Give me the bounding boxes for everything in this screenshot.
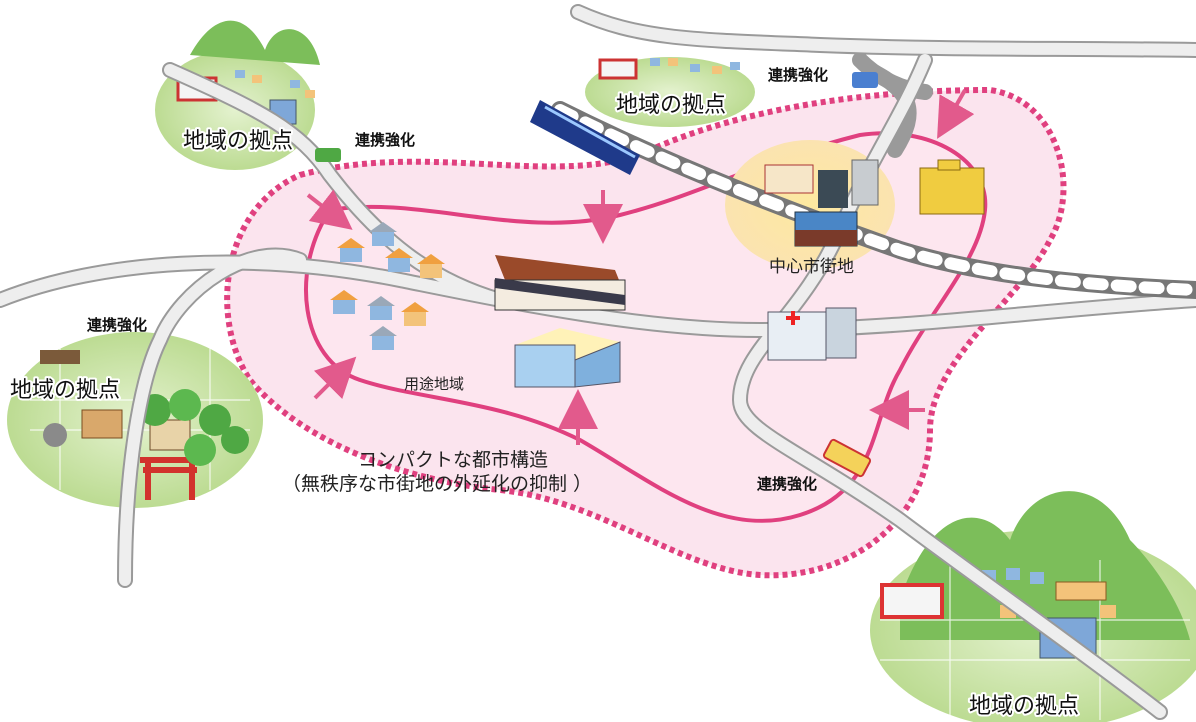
mountain-icon — [900, 491, 1190, 640]
tree-icon — [184, 434, 216, 466]
office-tower-icon — [764, 159, 879, 208]
school-icon — [919, 159, 985, 215]
hub-label-left: 地域の拠点 — [10, 378, 120, 403]
house-icon — [330, 290, 358, 314]
jizo-statue-icon — [43, 423, 67, 447]
link-label-bottom-right: 連携強化 — [757, 475, 817, 493]
store-icon — [880, 583, 944, 619]
tree-icon — [221, 426, 249, 454]
house-icon — [401, 302, 429, 326]
house-icon — [40, 350, 80, 364]
house-icon — [81, 409, 123, 439]
house-icon — [417, 254, 445, 278]
compact-structure-note: （無秩序な市街地の外延化の抑制 ） — [282, 473, 592, 495]
hub-label-top-left: 地域の拠点 — [183, 129, 293, 154]
hub-label-top-center: 地域の拠点 — [616, 93, 726, 118]
commercial-building-icon — [514, 328, 621, 388]
link-label-top-left: 連携強化 — [355, 131, 415, 149]
house-icon — [367, 296, 395, 320]
train-icon — [530, 100, 640, 175]
hospital-icon — [767, 307, 857, 361]
use-zone-label: 用途地域 — [404, 375, 464, 393]
torii-gate-icon — [140, 457, 200, 500]
house-icon — [650, 58, 740, 74]
tree-icon — [169, 389, 201, 421]
bus-icon — [822, 438, 872, 478]
city-center-label: 中心市街地 — [769, 257, 854, 277]
tree-icon — [199, 404, 231, 436]
use-zone-houses — [330, 222, 445, 350]
link-label-left: 連携強化 — [87, 316, 147, 334]
station-building-icon — [794, 211, 858, 247]
old-townhouses-icon — [494, 255, 626, 311]
hub-top-center — [585, 57, 755, 127]
house-icon — [337, 238, 365, 262]
house-icon — [369, 222, 397, 246]
mountain-icon — [190, 20, 320, 65]
link-label-top-center: 連携強化 — [768, 66, 828, 84]
truck-icon — [852, 72, 878, 88]
compact-structure-title: コンパクトな都市構造 — [358, 449, 548, 471]
car-icon — [315, 148, 341, 162]
containment-arrows — [306, 89, 975, 445]
house-icon — [235, 70, 315, 98]
house-icon — [385, 248, 413, 272]
house-icon — [369, 326, 397, 350]
store-icon — [598, 58, 638, 80]
hub-label-bottom-right: 地域の拠点 — [969, 694, 1079, 719]
